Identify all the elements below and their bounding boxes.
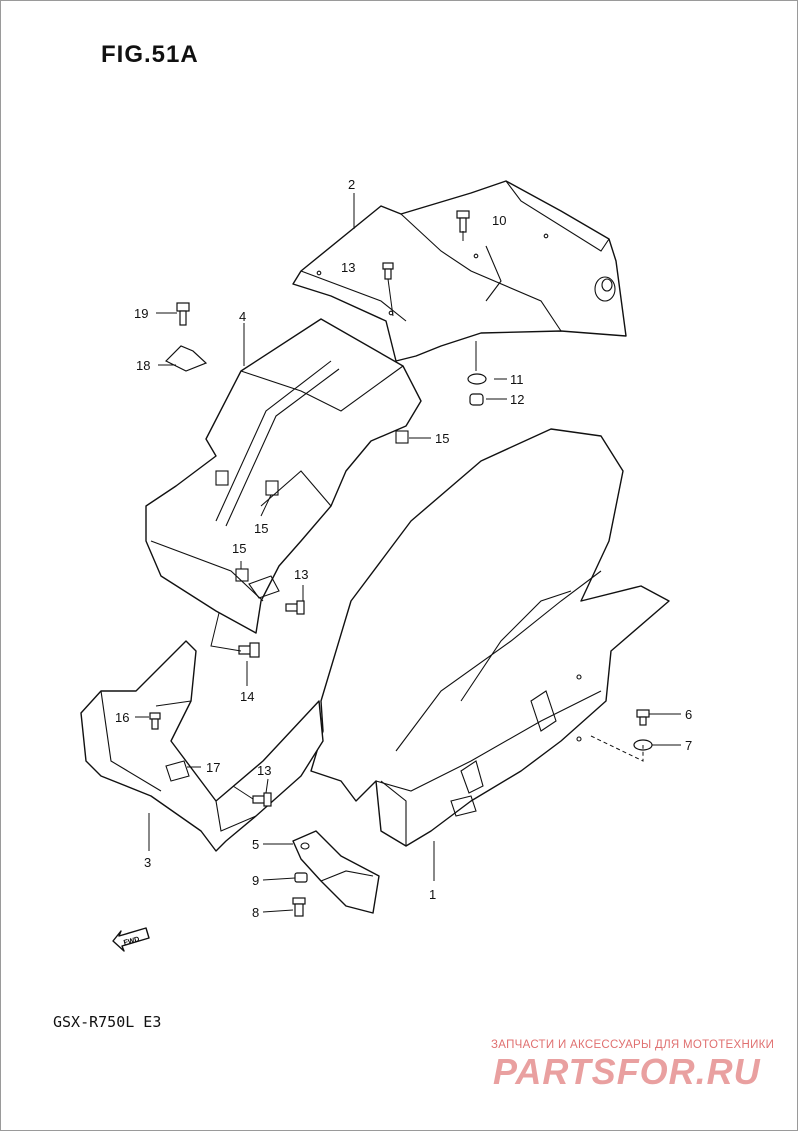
- callout-15-left: 15: [232, 541, 246, 556]
- callout-6: 6: [685, 707, 692, 722]
- part-13-screw-top: [382, 262, 394, 280]
- callout-17: 17: [206, 760, 220, 775]
- part-16-screw: [149, 712, 161, 730]
- watermark-logo: PARTSFOR.RU: [493, 1051, 761, 1092]
- callout-10: 10: [492, 213, 506, 228]
- part-19-bolt: [176, 302, 190, 326]
- callout-14: 14: [240, 689, 254, 704]
- callout-12: 12: [510, 392, 524, 407]
- model-code: GSX-R750L E3: [53, 1013, 162, 1031]
- part-12-grommet: [469, 393, 484, 406]
- callout-4: 4: [239, 309, 246, 324]
- part-14-bolt: [238, 642, 260, 658]
- callout-7: 7: [685, 738, 692, 753]
- part-13-screw-mid: [285, 600, 305, 615]
- part-11-nut: [467, 373, 487, 385]
- part-2-tail-cover: [292, 180, 627, 362]
- watermark-caption: ЗАПЧАСТИ И АКСЕССУАРЫ ДЛЯ МОТОТЕХНИКИ: [491, 1039, 775, 1051]
- callout-11: 11: [510, 372, 524, 387]
- part-6-screw: [636, 709, 650, 726]
- callout-9: 9: [252, 873, 259, 888]
- part-9-nut: [294, 872, 308, 883]
- callout-18: 18: [136, 358, 150, 373]
- part-13-screw-low: [252, 792, 272, 807]
- figure-title: FIG.51A: [101, 41, 199, 68]
- callout-15-center: 15: [254, 521, 268, 536]
- callout-2: 2: [348, 177, 355, 192]
- part-5-bracket: [292, 830, 380, 914]
- fwd-arrow: FWD: [112, 927, 150, 952]
- callout-13-top: 13: [341, 260, 355, 275]
- part-4-inner-fender: [145, 318, 422, 634]
- callout-13-mid: 13: [294, 567, 308, 582]
- callout-numbers: 1 2 3 4 5 6 7 8 9 10 11 12 13 13 13 14 1…: [115, 177, 692, 920]
- callout-19: 19: [134, 306, 148, 321]
- callout-15-right: 15: [435, 431, 449, 446]
- fwd-label: FWD: [123, 936, 140, 947]
- leader-lines: [135, 193, 681, 913]
- part-1-rear-fender: [310, 428, 670, 847]
- part-3-splash-guard: [80, 640, 324, 852]
- part-8-bolt: [292, 897, 306, 917]
- callout-16: 16: [115, 710, 129, 725]
- callout-8: 8: [252, 905, 259, 920]
- callout-3: 3: [144, 855, 151, 870]
- callout-5: 5: [252, 837, 259, 852]
- part-18-clip: [164, 345, 208, 372]
- callout-1: 1: [429, 887, 436, 902]
- callout-13-low: 13: [257, 763, 271, 778]
